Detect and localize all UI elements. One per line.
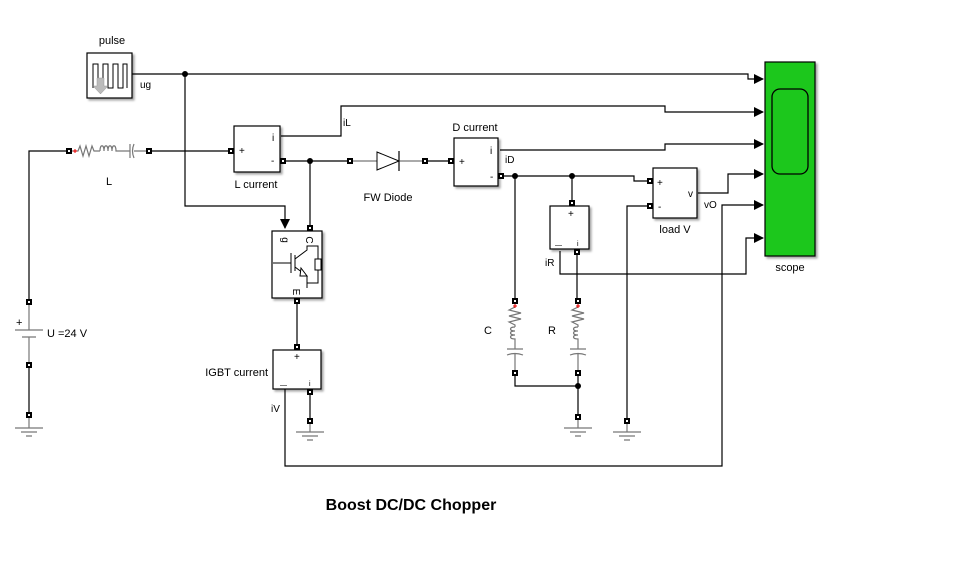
ground-icon: [564, 420, 592, 437]
ground-icon: [296, 424, 324, 441]
igbt-block[interactable]: g C E: [271, 225, 323, 304]
ground-igbt[interactable]: [296, 418, 324, 441]
scope-box[interactable]: [764, 61, 816, 257]
load-v-box[interactable]: [652, 167, 698, 219]
junctions: [182, 71, 581, 389]
wire-iv-to-scope[interactable]: [284, 200, 764, 467]
scope-label: scope: [775, 262, 804, 274]
iv-signal-label: iV: [271, 404, 280, 415]
fw-diode-block[interactable]: FW Diode: [347, 151, 428, 204]
d-current-block[interactable]: + - i D current iD: [448, 122, 514, 187]
pulse-label: pulse: [99, 35, 125, 47]
port-minus-label: -: [658, 202, 661, 213]
arrow-down-icon: [92, 77, 109, 95]
series-rlc-branch-icon: [72, 143, 146, 159]
junction-dot: [575, 383, 581, 389]
capacitor-branch[interactable]: C: [484, 298, 524, 376]
junction-dot: [307, 158, 313, 164]
load-v-block[interactable]: + - v load V vO: [647, 167, 717, 236]
l-current-label: L current: [234, 179, 277, 191]
port-i-label: i: [309, 381, 311, 388]
ground-source[interactable]: [15, 412, 43, 437]
load-v-label: load V: [659, 224, 691, 236]
rlc-label: L: [106, 176, 112, 188]
wire-vo-to-scope[interactable]: [698, 169, 764, 194]
ground-icon: [15, 418, 43, 437]
vo-signal-label: vO: [704, 200, 717, 211]
source-plus-sign: +: [16, 317, 22, 329]
capacitor-label: C: [484, 325, 492, 337]
wire-ug-to-igbt-gate[interactable]: [184, 74, 290, 229]
scope-block[interactable]: scope: [764, 61, 816, 274]
wire-dcurrent-out[interactable]: [500, 175, 650, 182]
igbt-gate-label: g: [279, 237, 290, 243]
port-plus-label: +: [239, 146, 245, 157]
diagram-title: Boost DC/DC Chopper: [326, 497, 497, 514]
junction-dot: [182, 71, 188, 77]
port-plus-label: +: [294, 352, 300, 363]
port-minus-label: -: [490, 172, 493, 183]
resistor-branch[interactable]: R: [548, 298, 587, 376]
wire-ir-to-scope[interactable]: [559, 233, 764, 275]
wire-il-to-scope[interactable]: [281, 105, 764, 137]
port-minus-label: -: [271, 156, 274, 167]
ground-icon: [613, 424, 641, 441]
port-minus-label: —: [280, 382, 287, 389]
dc-voltage-source-icon: [15, 305, 43, 363]
pulse-output-label: ug: [140, 80, 151, 91]
port-i-label: i: [272, 133, 274, 144]
wire-c-r-bottom[interactable]: [514, 374, 579, 387]
pulse-block[interactable]: pulse ug: [86, 35, 151, 99]
port-i-label: i: [577, 241, 579, 248]
r-current-block[interactable]: + — i iR: [545, 200, 590, 269]
wire-source-top[interactable]: [28, 150, 68, 302]
port-v-label: v: [688, 189, 693, 200]
resistor-label: R: [548, 325, 556, 337]
d-current-label: D current: [452, 122, 497, 134]
ground-load[interactable]: [613, 418, 641, 441]
junction-dot: [569, 173, 575, 179]
diode-icon: [376, 151, 401, 171]
port-plus-label: +: [459, 157, 465, 168]
l-current-block[interactable]: + - i L current iL: [228, 118, 351, 191]
port-plus-label: +: [568, 209, 574, 220]
wire-id-to-scope[interactable]: [500, 139, 764, 151]
wire-loadv-minus[interactable]: [626, 205, 650, 418]
igbt-current-block[interactable]: + — i IGBT current iV: [205, 344, 322, 415]
igbt-current-box[interactable]: [272, 349, 322, 390]
igbt-icon: [273, 245, 322, 288]
junction-dot: [512, 173, 518, 179]
rlc-branch-icon: [569, 304, 587, 370]
l-current-box[interactable]: [233, 125, 281, 173]
source-label: U =24 V: [47, 328, 88, 340]
series-rlc-branch[interactable]: L: [66, 143, 152, 188]
wires: [28, 73, 764, 467]
pulse-generator-icon: [92, 63, 128, 89]
igbt-current-label: IGBT current: [205, 367, 268, 379]
rlc-branch-icon: [506, 304, 524, 370]
ground-rc[interactable]: [564, 414, 592, 437]
r-current-box[interactable]: [549, 205, 590, 250]
id-signal-label: iD: [505, 155, 514, 166]
pulse-box[interactable]: [86, 52, 133, 99]
ir-signal-label: iR: [545, 258, 554, 269]
wire-ug-to-scope[interactable]: [132, 73, 764, 84]
scope-screen-icon: [771, 88, 809, 175]
d-current-box[interactable]: [453, 137, 499, 187]
port-plus-label: +: [657, 178, 663, 189]
port-i-label: i: [490, 146, 492, 157]
il-signal-label: iL: [343, 118, 351, 129]
igbt-collector-label: C: [303, 236, 314, 243]
port-minus-label: —: [555, 242, 562, 249]
igbt-box[interactable]: [271, 230, 323, 299]
fw-diode-label: FW Diode: [364, 192, 413, 204]
dc-voltage-source[interactable]: + U =24 V: [15, 299, 88, 368]
igbt-emitter-label: E: [290, 289, 301, 296]
